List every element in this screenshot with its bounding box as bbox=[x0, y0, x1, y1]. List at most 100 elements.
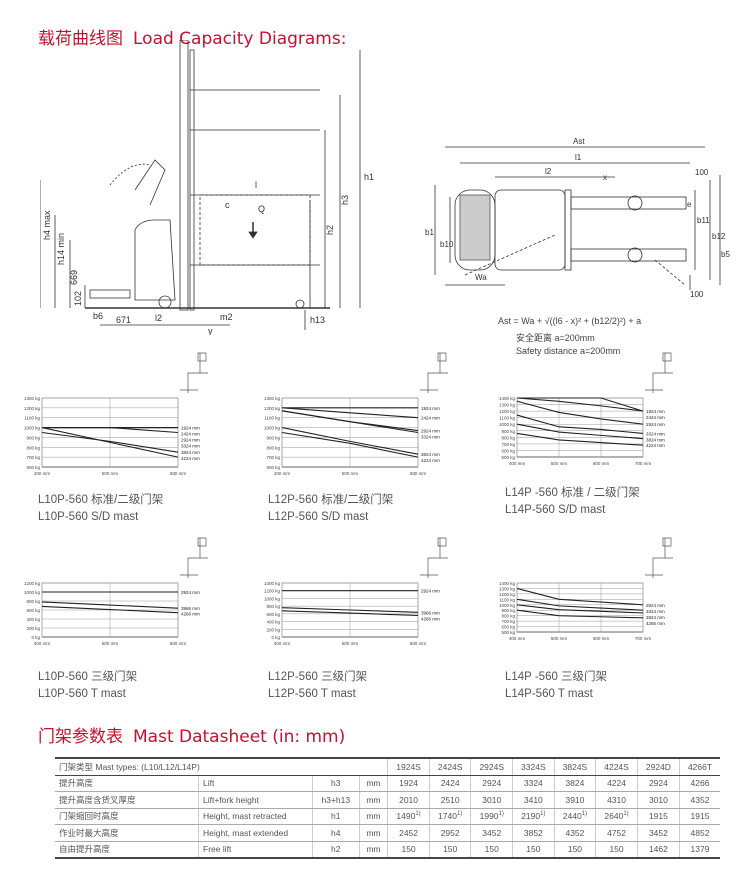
row-label-en: Height, mast extended bbox=[198, 824, 313, 842]
y-tick-label: 1100 kg bbox=[24, 416, 40, 421]
series-line bbox=[281, 610, 419, 616]
x-tick-label: 500 mm bbox=[342, 471, 359, 476]
label-h13: h13 bbox=[310, 315, 325, 325]
cell-value: 3852 bbox=[512, 824, 555, 842]
y-tick-label: 700 kg bbox=[266, 455, 280, 460]
label-l1: l1 bbox=[575, 153, 582, 162]
y-tick-label: 800 kg bbox=[266, 604, 280, 609]
cell-value: 150 bbox=[512, 841, 555, 859]
cell-value: 21901) bbox=[512, 808, 555, 825]
series-label: 3824 mm bbox=[181, 450, 200, 455]
y-tick-label: 800 kg bbox=[501, 435, 515, 440]
column-header: 2424S bbox=[428, 757, 471, 776]
label-q: Q bbox=[258, 204, 265, 214]
cell-value: 17401) bbox=[428, 808, 471, 825]
series-label: 3324 mm bbox=[181, 444, 200, 449]
cell-value: 150 bbox=[470, 841, 513, 859]
y-tick-label: 800 kg bbox=[266, 445, 280, 450]
truck-chassis bbox=[494, 189, 566, 271]
safety-distance-cn: 安全距离 a=200mm bbox=[516, 333, 595, 343]
series-line bbox=[516, 432, 644, 446]
formula-text: Ast = Wa + √((l6 - x)² + (b12/2)²) + a bbox=[498, 316, 642, 326]
row-unit: mm bbox=[358, 841, 388, 859]
top-view-diagram: Ast l1 l2 x 100 b1 b10 b11 b12 b5 e Wa 1… bbox=[425, 137, 730, 299]
row-label-cn: 提升高度 bbox=[55, 775, 199, 792]
series-label: 2924 mm bbox=[646, 603, 665, 608]
load-box bbox=[199, 194, 311, 266]
series-line bbox=[516, 414, 644, 434]
column-header: 4266T bbox=[679, 757, 720, 776]
series-label: 1924 mm bbox=[181, 426, 200, 431]
ast-formula: Ast = Wa + √((l6 - x)² + (b12/2)²) + a 安… bbox=[498, 313, 641, 360]
x-tick-label: 500 mm bbox=[551, 636, 568, 641]
series-line bbox=[41, 605, 179, 614]
row-unit: mm bbox=[358, 808, 388, 825]
tiller-arm bbox=[134, 159, 166, 206]
series-label: 3324 mm bbox=[421, 435, 440, 440]
series-line bbox=[281, 427, 419, 455]
label-l: l bbox=[255, 180, 257, 190]
label-h1: h1 bbox=[364, 172, 374, 182]
y-tick-label: 600 kg bbox=[266, 612, 280, 617]
series-label: 4224 mm bbox=[421, 458, 440, 463]
y-tick-label: 900 kg bbox=[266, 435, 280, 440]
cell-value: 2924 bbox=[636, 775, 680, 792]
y-tick-label: 500 kg bbox=[501, 455, 515, 460]
x-tick-label: 500 mm bbox=[551, 461, 568, 466]
cell-value: 2510 bbox=[428, 791, 471, 809]
row-label-cn: 门架缩回时高度 bbox=[55, 808, 199, 825]
series-label: 2924 mm bbox=[181, 590, 200, 595]
cell-value: 150 bbox=[553, 841, 596, 859]
row-symbol: h2 bbox=[312, 841, 360, 859]
cell-value: 1915 bbox=[679, 808, 720, 825]
series-line bbox=[41, 601, 179, 609]
cell-value: 2952 bbox=[428, 824, 471, 842]
x-tick-label: 600 mm bbox=[593, 636, 610, 641]
x-tick-label: 700 mm bbox=[635, 636, 652, 641]
cell-value: 2424 bbox=[428, 775, 471, 792]
label-b12: b12 bbox=[712, 232, 726, 241]
label-b5: b5 bbox=[721, 250, 730, 259]
y-tick-label: 800 kg bbox=[26, 599, 40, 604]
series-line bbox=[516, 604, 644, 614]
label-b6: b6 bbox=[93, 311, 103, 321]
y-tick-label: 700 kg bbox=[501, 442, 515, 447]
series-label: 3324 mm bbox=[646, 609, 665, 614]
label-m2: m2 bbox=[220, 312, 233, 322]
y-tick-label: 1000 kg bbox=[499, 422, 516, 427]
y-tick-label: 200 kg bbox=[26, 626, 40, 631]
y-tick-label: 800 kg bbox=[501, 614, 515, 619]
series-line bbox=[281, 410, 419, 434]
y-tick-label: 1000 kg bbox=[499, 603, 516, 608]
y-tick-label: 0 kg bbox=[271, 635, 280, 640]
label-e: e bbox=[687, 200, 692, 209]
cell-value: 1462 bbox=[636, 841, 680, 859]
mast-icon bbox=[180, 352, 208, 393]
y-tick-label: 1300 kg bbox=[264, 396, 281, 401]
cell-value: 3324 bbox=[512, 775, 555, 792]
row-unit: mm bbox=[358, 791, 388, 809]
title-cn: 门架参数表 bbox=[38, 727, 123, 747]
cell-value: 3910 bbox=[553, 791, 596, 809]
label-b1: b1 bbox=[425, 228, 434, 237]
y-tick-label: 600 kg bbox=[266, 465, 280, 470]
footnote-mark: 1) bbox=[456, 811, 463, 818]
y-tick-label: 700 kg bbox=[501, 619, 515, 624]
x-tick-label: 600 mm bbox=[410, 471, 427, 476]
label-h14min: h14 min bbox=[56, 233, 66, 265]
y-tick-label: 1300 kg bbox=[499, 403, 516, 408]
cell-value: 3452 bbox=[470, 824, 513, 842]
column-header: 4224S bbox=[595, 757, 638, 776]
series-line bbox=[281, 431, 419, 458]
cell-value: 14901) bbox=[387, 808, 430, 825]
y-tick-label: 400 kg bbox=[266, 620, 280, 625]
